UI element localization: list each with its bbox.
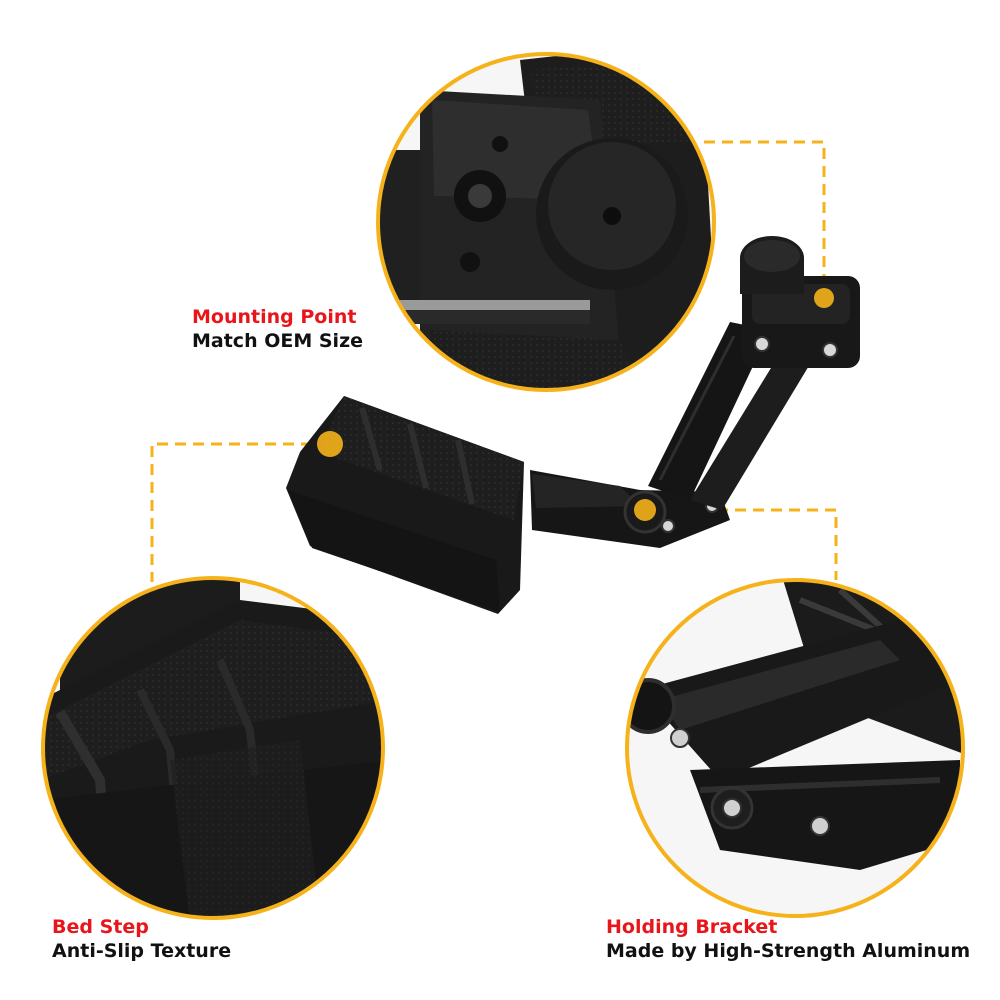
callout-bracket-subtitle: Made by High-Strength Aluminum — [606, 939, 971, 962]
callout-mounting-point: Mounting Point Match OEM Size — [192, 306, 363, 354]
step-pad-main — [286, 396, 524, 614]
callout-bracket-title: Holding Bracket — [606, 916, 778, 938]
callout-mounting-title: Mounting Point — [192, 306, 357, 328]
dot-bracket — [634, 499, 656, 521]
callout-mounting-subtitle: Match OEM Size — [192, 329, 364, 352]
bracket-arm-main — [530, 470, 730, 548]
zoom-circle-step — [41, 576, 385, 920]
dot-step — [317, 431, 343, 457]
callout-holding-bracket: Holding Bracket Made by High-Strength Al… — [606, 916, 970, 964]
callout-bed-step: Bed Step Anti-Slip Texture — [52, 916, 231, 964]
connector-step — [150, 442, 330, 582]
support-arms-main — [648, 322, 810, 510]
zoom-circle-mounting — [376, 52, 716, 392]
dot-mounting — [814, 288, 834, 308]
callout-step-title: Bed Step — [52, 916, 149, 938]
target-dots — [317, 288, 834, 521]
zoom-circle-bracket — [625, 578, 965, 918]
connector-mounting — [704, 140, 826, 298]
mounting-head-main — [740, 236, 860, 368]
callout-step-subtitle: Anti-Slip Texture — [52, 939, 232, 962]
